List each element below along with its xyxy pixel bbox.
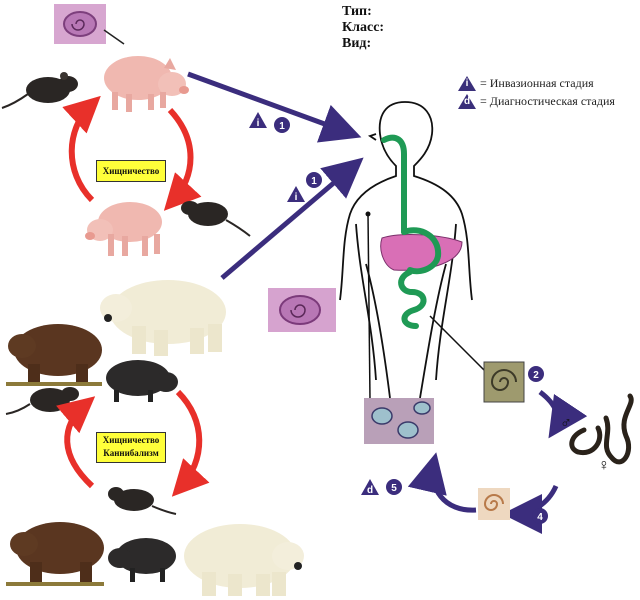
stage-2-badge: 2 <box>528 366 544 382</box>
pointer-line-arm <box>367 213 371 401</box>
brown-bear-image-top <box>6 324 102 386</box>
domestic-cycle-label: Хищничество <box>96 160 166 182</box>
domestic-cycle-arrows <box>62 95 202 211</box>
encysted-larva-image <box>483 361 525 403</box>
diagnostic-symbol: d <box>463 95 471 107</box>
stage-5-symbol: d <box>367 485 373 496</box>
newborn-larva-image <box>478 488 510 520</box>
stage-4-badge: 4 <box>532 508 548 524</box>
wild-boar-image-bottom <box>108 538 176 582</box>
sylvatic-cycle-label-line-2: Каннибализм <box>103 448 159 458</box>
arrow-stage-2 <box>538 390 588 439</box>
muscle-biopsy-image <box>364 398 434 444</box>
stage-1a-symbol: i <box>257 118 260 129</box>
invasive-stage-text: = Инвазионная стадия <box>480 75 594 90</box>
stage-1a-number: 1 <box>279 121 285 132</box>
legend-invasive-row: i = Инвазионная стадия <box>458 74 615 92</box>
type-label: Тип: <box>342 4 372 19</box>
stage-1b-symbol: i <box>295 192 298 203</box>
arrow-stage-4a <box>502 484 559 534</box>
diagnostic-stage-icon: d <box>458 93 476 109</box>
liver-organ <box>380 234 463 271</box>
adult-worms-image <box>569 393 634 465</box>
stage-1b-number: 1 <box>311 176 317 187</box>
rat-image-middle <box>181 201 251 237</box>
stage-1a-badge: i 1 <box>249 112 290 133</box>
stage-4-number: 4 <box>537 512 543 523</box>
invasive-stage-icon: i <box>458 75 476 91</box>
muscle-larva-thumbnail-top <box>54 4 106 44</box>
pointer-dot <box>365 211 371 217</box>
classification-header: Тип: Класс: Вид: <box>342 4 384 52</box>
pig-image-middle <box>85 202 162 256</box>
brown-bear-image-bottom <box>6 522 104 586</box>
wild-boar-image-top <box>106 360 178 402</box>
diagnostic-stage-text: = Диагностическая стадия <box>480 93 615 108</box>
pig-image-top <box>104 56 189 112</box>
invasive-symbol: i <box>465 77 469 89</box>
muscle-larva-thumbnail-middle <box>268 288 336 332</box>
legend-diagnostic-row: d = Диагностическая стадия <box>458 92 615 110</box>
sylvatic-cycle-label-line-1: Хищничество <box>102 435 160 445</box>
stage-5-number: 5 <box>391 483 397 494</box>
arrow-stage-4b <box>407 452 477 513</box>
digestive-tract <box>381 134 442 329</box>
arrow-infection-bear <box>220 157 364 280</box>
sylvatic-cycle-arrows <box>56 389 210 497</box>
polar-bear-image-top <box>100 280 226 356</box>
arrow-infection-pig <box>187 71 362 143</box>
male-symbol: ♂ <box>560 415 572 432</box>
legend: i = Инвазионная стадия d = Диагностическ… <box>458 74 615 110</box>
pointer-line <box>103 29 125 45</box>
stage-5-badge: d 5 <box>361 479 402 496</box>
class-label: Класс: <box>342 20 385 35</box>
species-label: Вид: <box>342 36 372 51</box>
stage-2-number: 2 <box>533 370 539 381</box>
rat-image-left <box>5 387 79 415</box>
sylvatic-cycle-label: Хищничество Каннибализм <box>96 432 166 463</box>
female-symbol: ♀ <box>598 457 610 474</box>
pointer-line-larva <box>429 315 487 373</box>
polar-bear-image-bottom <box>184 524 304 596</box>
rat-image-top <box>1 72 78 109</box>
rat-image-bottom <box>108 487 177 515</box>
stage-1b-badge: i 1 <box>287 172 322 203</box>
domestic-cycle-label-text: Хищничество <box>102 166 160 176</box>
